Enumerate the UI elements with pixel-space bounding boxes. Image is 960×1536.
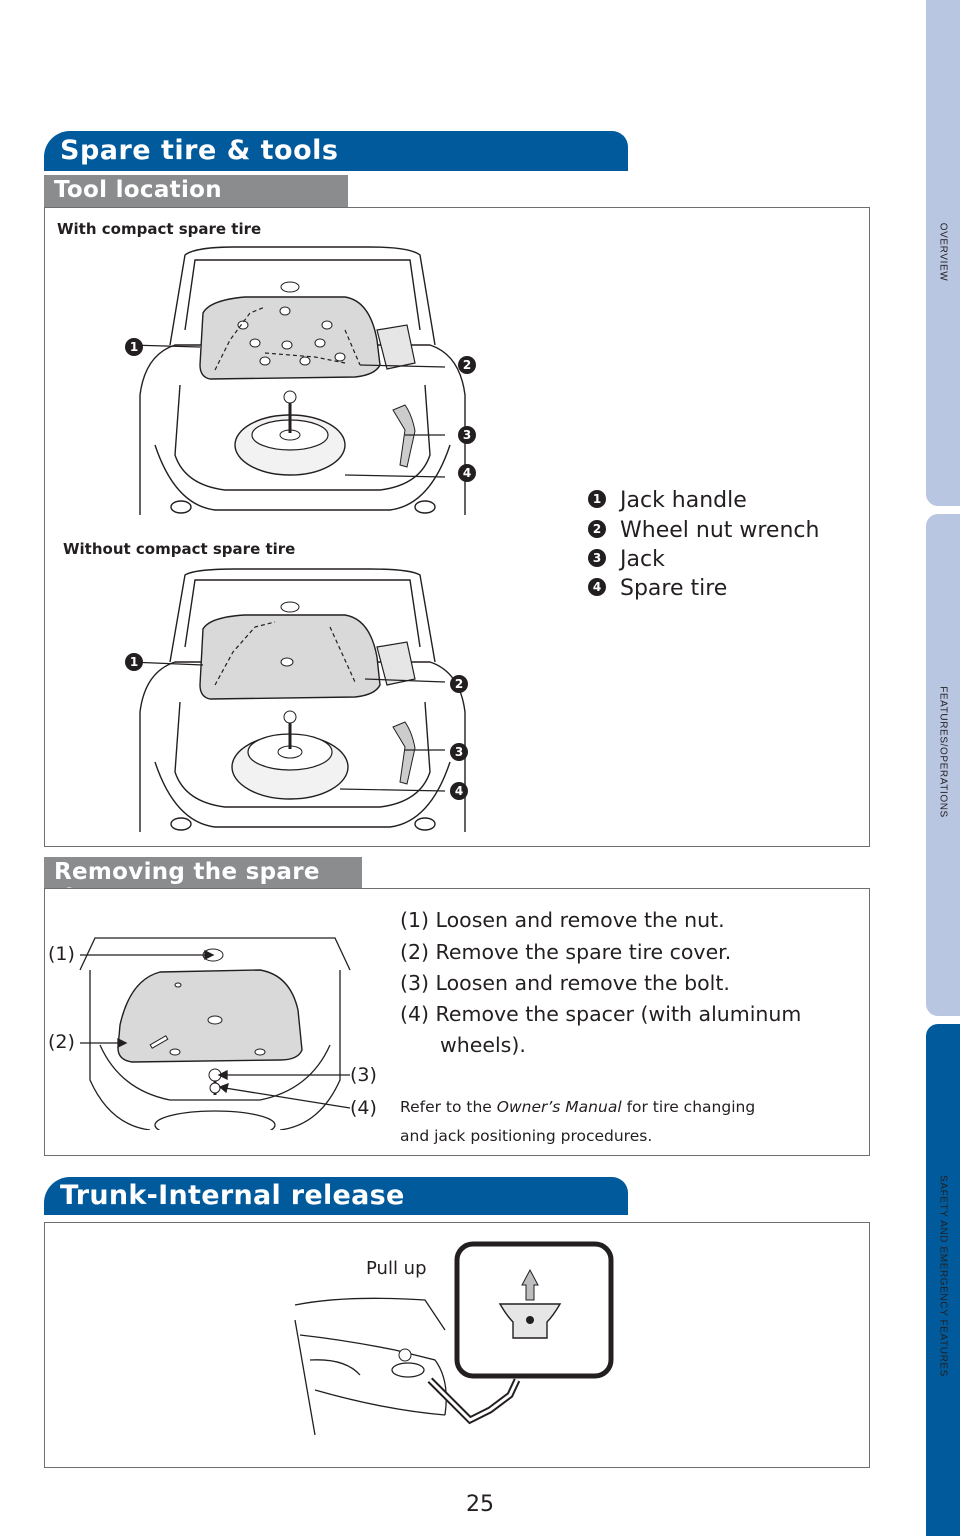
note-manual: Owner’s Manual [496,1098,622,1116]
removing-illustration [79,937,351,1130]
legend-jack-handle: 1 Jack handle [588,486,747,516]
caption-without-compact: Without compact spare tire [63,540,296,558]
illus1-badge-1: 1 [125,338,143,356]
illus2-badge-4: 4 [450,782,468,800]
removing-heading-bar: Removing the spare tire [44,857,362,911]
removing-step-2: (2) Remove the spare tire cover. [400,940,732,964]
note-prefix: Refer to the [400,1098,497,1116]
legend-wheel-nut-wrench: 2 Wheel nut wrench [588,516,819,546]
legend-jack: 3 Jack [588,545,665,575]
legend-badge: 3 [588,549,606,567]
illus1-badge-2: 2 [458,356,476,374]
legend-label: Jack [620,547,665,572]
tool-location-heading: Tool location [54,177,222,203]
illus2-badge-3: 3 [450,743,468,761]
legend-badge: 2 [588,520,606,538]
illus2-badge-1: 1 [125,653,143,671]
caption-with-compact: With compact spare tire [57,220,262,238]
section-title-bar: Spare tire & tools [44,131,628,171]
removing-callout-3: (3) [350,1064,377,1086]
note-suffix: for tire changing [621,1098,756,1116]
legend-label: Spare tire [620,576,728,601]
removing-step-3: (3) Loosen and remove the bolt. [400,971,730,995]
side-tab-safety[interactable] [926,1024,960,1536]
trunk-title: Trunk-Internal release [60,1180,405,1211]
side-tab-label-overview: OVERVIEW [937,222,949,282]
tool-location-heading-bar: Tool location [44,175,348,207]
removing-note: Refer to the Owner’s Manual for tire cha… [400,1098,755,1116]
removing-step-4: (4) Remove the spacer (with aluminum [400,1002,802,1026]
legend-spare-tire: 4 Spare tire [588,574,727,604]
illus2-badge-2: 2 [450,675,468,693]
side-tab-label-safety: SAFETY AND EMERGENCY FEATURES [937,1175,949,1377]
removing-step-1: (1) Loosen and remove the nut. [400,908,725,932]
removing-callout-2: (2) [48,1031,75,1053]
legend-badge: 1 [588,490,606,508]
legend-label: Jack handle [620,488,747,513]
removing-callout-4: (4) [350,1097,377,1119]
section-title: Spare tire & tools [60,135,339,166]
illus1-badge-4: 4 [458,464,476,482]
trunk-illustration-with-spare [129,246,466,515]
removing-step-4-cont: wheels). [440,1033,526,1057]
legend-label: Wheel nut wrench [620,518,820,543]
page-number: 25 [466,1492,494,1517]
pull-up-label: Pull up [366,1258,427,1279]
side-tab-overview[interactable] [926,0,960,506]
removing-note-line2: and jack positioning procedures. [400,1127,653,1145]
tool-location-panel [44,207,870,847]
legend-badge: 4 [588,578,606,596]
trunk-release-illustration [294,1241,614,1436]
trunk-title-bar: Trunk-Internal release [44,1177,628,1215]
side-tab-features[interactable] [926,514,960,1016]
removing-callout-1: (1) [48,943,75,965]
trunk-illustration-without-spare [129,568,466,832]
side-tab-label-features: FEATURES/OPERATIONS [937,686,949,818]
illus1-badge-3: 3 [458,426,476,444]
